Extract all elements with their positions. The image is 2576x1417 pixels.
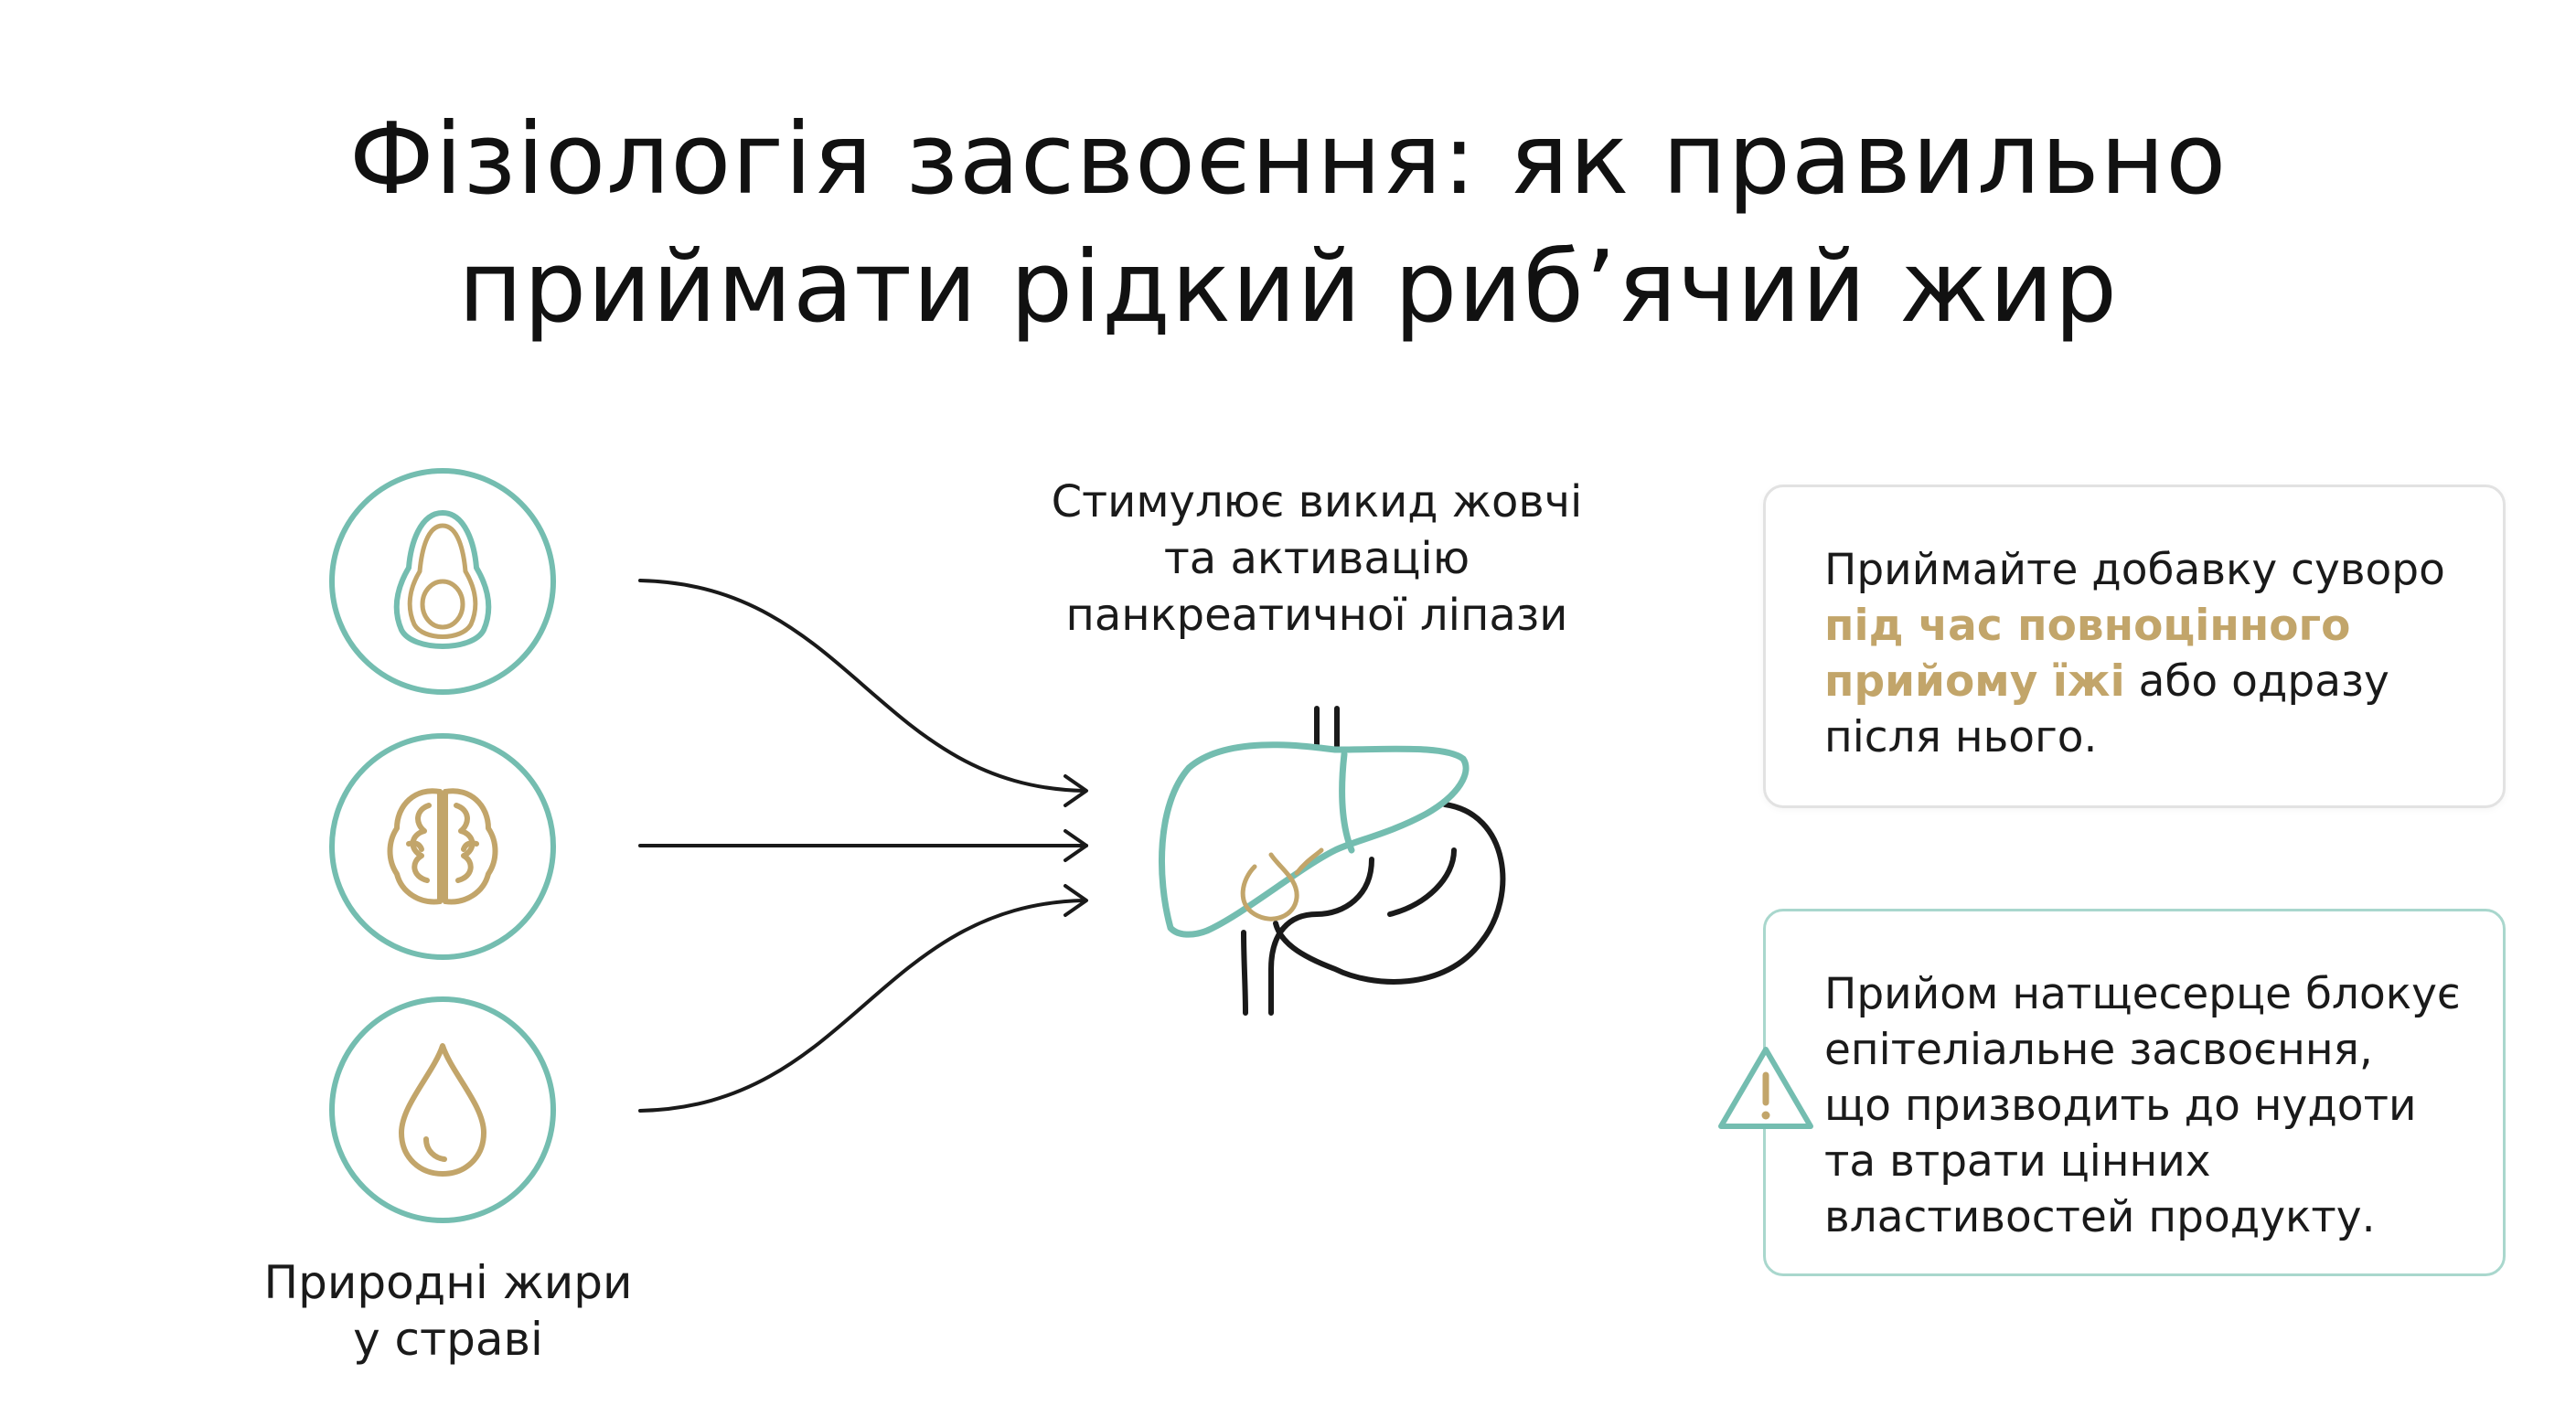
empty-stomach-warning-card: Прийом натщесерце блокує епітеліальне за…	[1763, 909, 2506, 1276]
warning-line-5: властивостей продукту.	[1824, 1192, 2376, 1242]
page-title: Фізіологія засвоєння: як правильно прийм…	[0, 96, 2576, 352]
intake-line-1: Приймайте добавку суворо	[1824, 545, 2445, 595]
walnut-icon-circle	[329, 733, 556, 960]
intake-line-3: прийому їжі або одразу	[1824, 654, 2445, 709]
organ-effect-label-line-2: та активацію	[1163, 533, 1470, 584]
intake-recommendation-text: Приймайте добавку суворо під час повноці…	[1824, 542, 2445, 765]
organ-effect-label-line-3: панкреатичної ліпази	[1065, 590, 1568, 641]
arrow-drop-to-organ	[638, 899, 1085, 1113]
intake-recommendation-card: Приймайте добавку суворо під час повноці…	[1763, 485, 2506, 808]
organ-effect-label: Стимулює викид жовчі та активацію панкре…	[988, 474, 1646, 644]
organ-effect-label-line-1: Стимулює викид жовчі	[1051, 476, 1583, 527]
warning-text: Прийом натщесерце блокує епітеліальне за…	[1824, 966, 2461, 1245]
warning-line-1: Прийом натщесерце блокує	[1824, 969, 2461, 1019]
liver-stomach-icon	[1159, 706, 1506, 1016]
page-title-line-1: Фізіологія засвоєння: як правильно	[348, 102, 2228, 217]
avocado-icon-circle	[329, 468, 556, 695]
arrow-avocado-to-organ	[638, 579, 1085, 793]
food-sources-label: Природні жири у страві	[210, 1254, 686, 1368]
warning-line-2: епітеліальне засвоєння,	[1824, 1025, 2373, 1075]
food-sources-label-line-1: Природні жири	[263, 1256, 633, 1309]
arrow-walnut-to-organ-head	[1064, 829, 1088, 862]
intake-line-4: після нього.	[1824, 712, 2098, 762]
intake-line-3-rest: або одразу	[2124, 656, 2389, 707]
oil-drop-icon-circle	[329, 996, 556, 1223]
intake-accent-2: прийому їжі	[1824, 656, 2125, 707]
walnut-icon	[387, 788, 498, 905]
avocado-icon	[393, 509, 492, 649]
arrow-drop-to-organ-head	[1064, 884, 1088, 917]
warning-line-3: що призводить до нудоти	[1824, 1081, 2417, 1131]
oil-drop-icon	[399, 1043, 486, 1177]
food-sources-label-line-2: у страві	[353, 1313, 543, 1366]
page-title-line-2: приймати рідкий риб’ячий жир	[457, 230, 2118, 345]
intake-accent-1: під час повноцінного	[1824, 601, 2351, 651]
warning-triangle-icon	[1718, 1047, 1813, 1129]
arrow-avocado-to-organ-head	[1064, 774, 1088, 807]
warning-line-4: та втрати цінних	[1824, 1136, 2211, 1187]
